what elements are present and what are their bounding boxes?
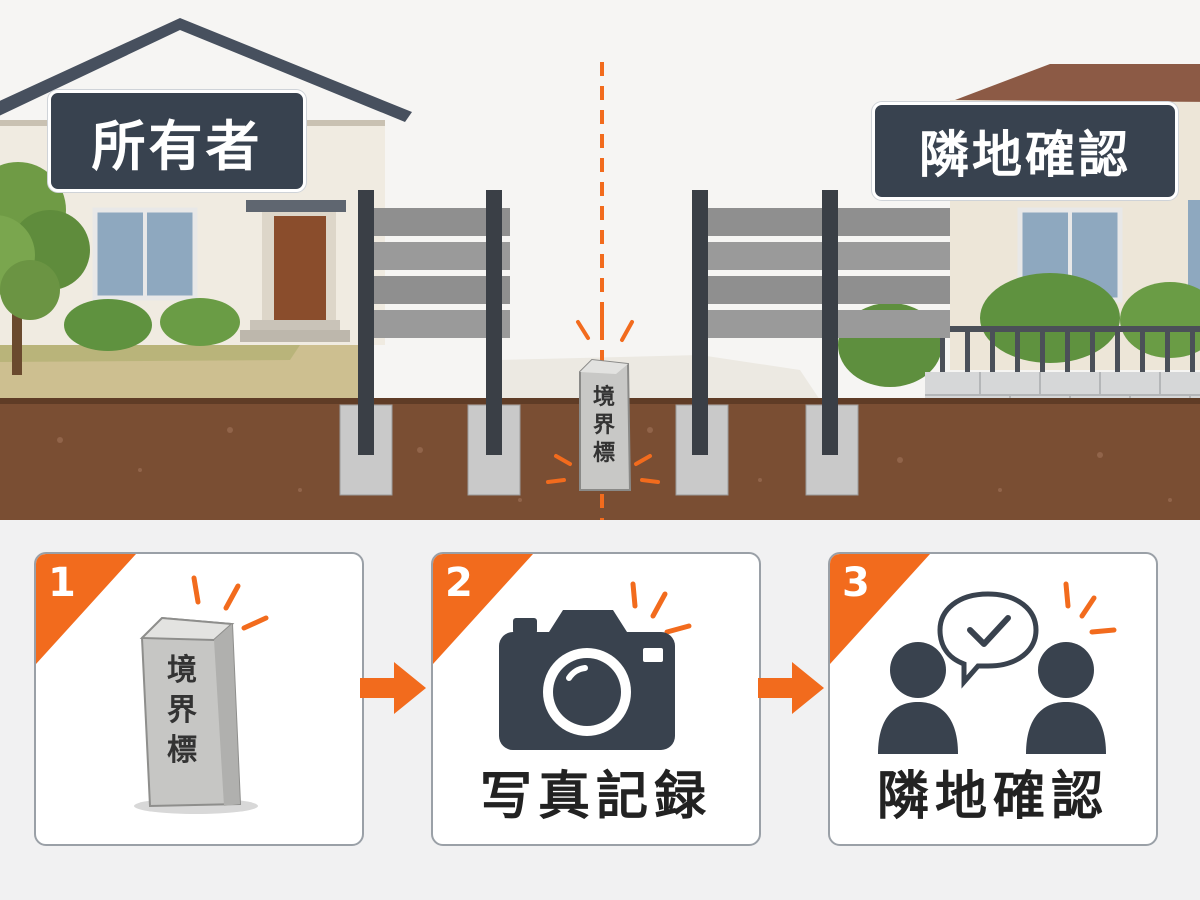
step-badge [36, 554, 136, 664]
people-check-icon [878, 581, 1117, 754]
step-number: 1 [48, 560, 76, 606]
check-icon [967, 615, 1011, 647]
step-caption: 写真記録 [479, 767, 712, 827]
boundary-marker-char: 標 [167, 733, 197, 768]
emphasis-rays [546, 314, 660, 484]
owner-fence [339, 190, 521, 496]
boundary-stone-icon: 境 界 標 [134, 575, 269, 814]
boundary-marker-char: 境 [167, 653, 197, 688]
boundary-marker-char: 界 [167, 693, 197, 728]
neighbor-label: 隣地確認 [872, 102, 1178, 200]
arrow-right-icon [758, 662, 824, 714]
step-badge [433, 554, 533, 664]
step-card-2: 2 写真記録 [431, 552, 761, 846]
boundary-marker-char: 標 [593, 441, 615, 466]
boundary-marker: 境 界 標 [579, 358, 632, 491]
boundary-scene: 境 界 標 [0, 18, 1200, 520]
boundary-marker-char: 境 [593, 384, 615, 410]
step-caption: 隣地確認 [876, 767, 1109, 827]
step-card-1: 1 境 界 標 [34, 552, 364, 846]
arrow-right-icon [360, 662, 426, 714]
step-number: 2 [445, 560, 473, 606]
step-card-3: 3 隣地確認 [828, 552, 1158, 846]
step-number: 3 [842, 560, 870, 606]
boundary-marker-char: 界 [593, 413, 615, 438]
camera-icon [499, 581, 692, 750]
neighbor-fence [675, 190, 950, 496]
step-badge [830, 554, 930, 664]
owner-label: 所有者 [48, 90, 306, 192]
